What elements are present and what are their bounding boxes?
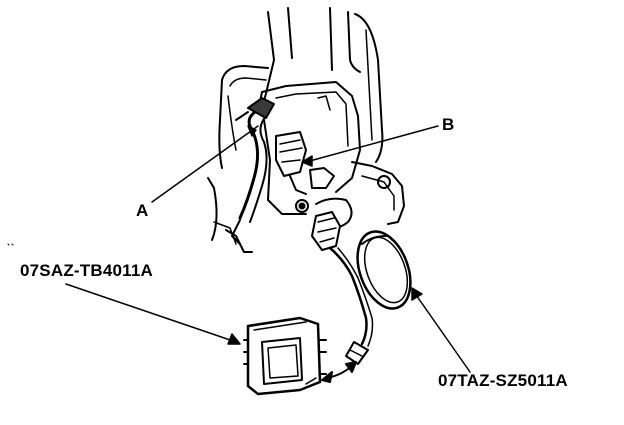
bracket-housing: [257, 81, 405, 230]
tester-box: [243, 316, 327, 396]
wire-harness: [231, 97, 275, 245]
leader-b: [305, 125, 439, 163]
leader-tb: [65, 283, 237, 343]
tester-cable: [328, 230, 412, 365]
leader-sz: [413, 291, 471, 373]
callout-b: B: [442, 115, 455, 134]
scan-specks: [7, 243, 14, 246]
harness-connector: [275, 131, 335, 195]
part-number-cable: 07TAZ-SZ5011A: [438, 371, 568, 390]
part-number-tester-box: 07SAZ-TB4011A: [20, 261, 153, 280]
leader-a: [151, 125, 259, 203]
leader-lines: [65, 125, 471, 373]
pillar-panel: [207, 7, 384, 253]
connection-arrow: [321, 361, 357, 383]
plug-connector: [311, 211, 341, 251]
callout-a: A: [136, 201, 149, 220]
